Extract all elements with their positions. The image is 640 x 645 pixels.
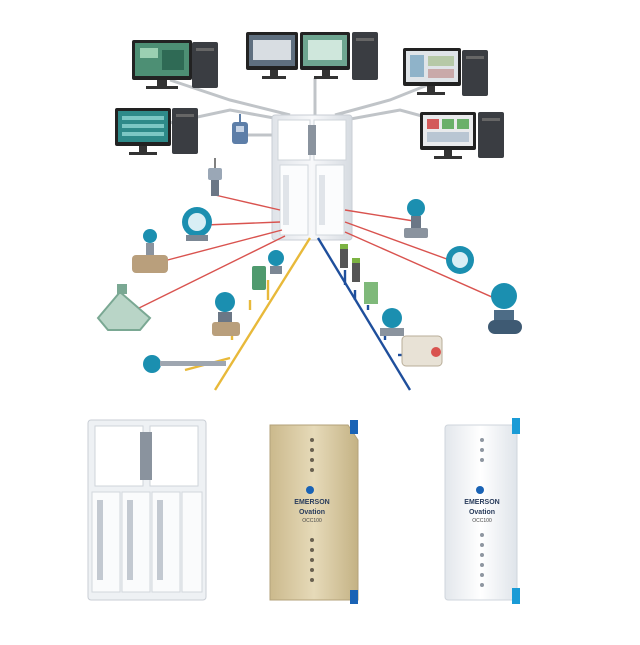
- white-module-brand: EMERSON: [464, 499, 499, 506]
- white-ovation-module: EMERSON Ovation OCC100: [444, 418, 520, 604]
- ovation-controller-cabinet: [271, 114, 353, 241]
- workstation-top-left: [132, 40, 218, 89]
- white-module-line: Ovation: [469, 509, 495, 516]
- temperature-probe-icon: [143, 355, 226, 373]
- wired-bus-yellow: [184, 237, 312, 391]
- pressure-gauge-right-icon: [446, 246, 474, 274]
- workstation-mid-right: [420, 112, 504, 159]
- wireless-links: [134, 194, 511, 311]
- workstation-top-right: [403, 48, 488, 96]
- workstation-top-center: [246, 32, 378, 80]
- valve-positioner-icon: [380, 308, 404, 336]
- beige-module-line: Ovation: [299, 509, 325, 516]
- beige-module-model: OCC100: [302, 518, 322, 524]
- wireless-gateway-icon: [232, 114, 248, 144]
- flow-transmitter-icon: [182, 207, 212, 241]
- beige-ovation-module: EMERSON Ovation OCC100: [269, 420, 359, 604]
- actuator-icon: [401, 335, 443, 367]
- workstation-mid-left: [115, 108, 198, 155]
- beige-module-brand: EMERSON: [294, 499, 329, 506]
- proximity-sensor-icons: [340, 244, 378, 304]
- wireless-transmitter-icon: [208, 158, 222, 196]
- controller-rack-product: [87, 419, 207, 601]
- coriolis-meter-icon: [96, 284, 152, 331]
- transmitter-right-icon: [404, 199, 428, 238]
- pressure-transmitter-icon: [212, 292, 240, 336]
- level-sensor-icon: [252, 250, 284, 290]
- control-valve-icon: [132, 229, 168, 273]
- white-module-model: OCC100: [472, 518, 492, 524]
- magnetic-flowmeter-icon: [488, 283, 522, 334]
